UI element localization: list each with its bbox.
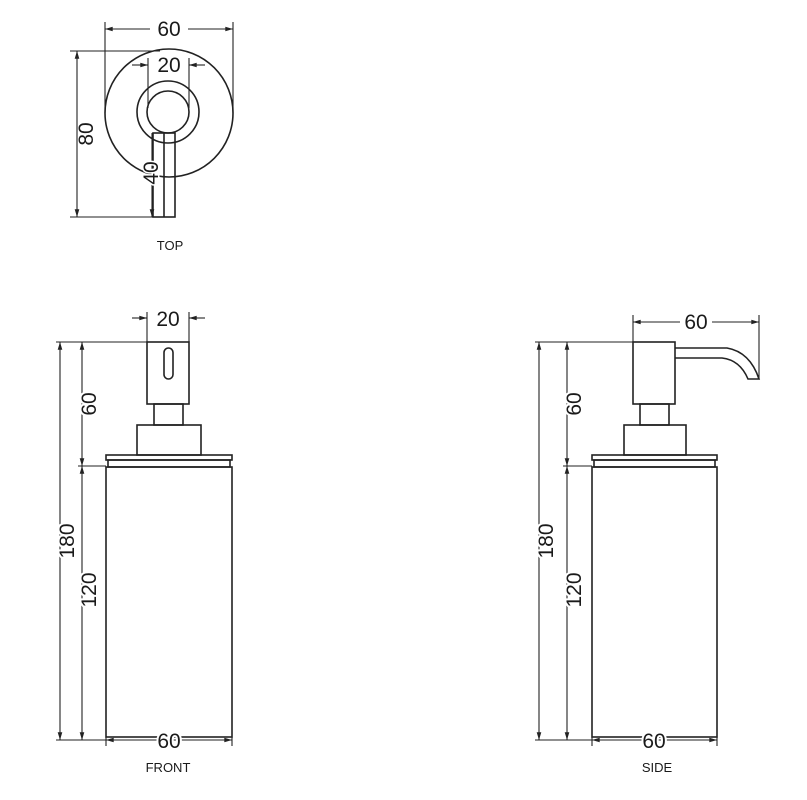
inner-circle	[146, 90, 190, 134]
bottle-body	[591, 466, 718, 738]
bottle-body	[105, 466, 233, 738]
pump-head	[146, 341, 190, 405]
side-spout-reach-dim: 60	[684, 311, 707, 334]
top-view: 60 20 80 40 TOP	[70, 18, 234, 253]
side-view-label: SIDE	[642, 760, 673, 775]
front-view-label: FRONT	[146, 760, 191, 775]
top-view-label: TOP	[157, 238, 184, 253]
pump-collar	[623, 424, 687, 456]
ring-circle	[136, 80, 200, 144]
pump-head	[632, 341, 676, 405]
pump-neck	[153, 403, 184, 426]
front-pump-height-dim: 60	[78, 392, 101, 415]
top-height-dim: 80	[75, 122, 98, 145]
pump-slot	[163, 347, 174, 380]
front-body-height-dim: 120	[78, 572, 101, 607]
front-head-width-dim: 20	[156, 308, 179, 331]
front-body-width-dim: 60	[157, 730, 180, 753]
pump-neck	[639, 403, 670, 426]
side-pump-height-dim: 60	[563, 392, 586, 415]
side-body-height-dim: 120	[563, 572, 586, 607]
top-stem-dim: 40	[140, 161, 163, 184]
side-total-height-dim: 180	[535, 523, 558, 558]
spout	[675, 347, 761, 380]
front-total-height-dim: 180	[56, 523, 79, 558]
front-view: 20 180 60 120 60 FRONT	[54, 308, 233, 775]
side-view: 60 180 60 120 60 SIDE	[533, 311, 761, 775]
top-inner-dim: 20	[157, 54, 180, 77]
pump-collar	[136, 424, 202, 456]
top-width-dim: 60	[157, 18, 180, 41]
side-body-width-dim: 60	[642, 730, 665, 753]
